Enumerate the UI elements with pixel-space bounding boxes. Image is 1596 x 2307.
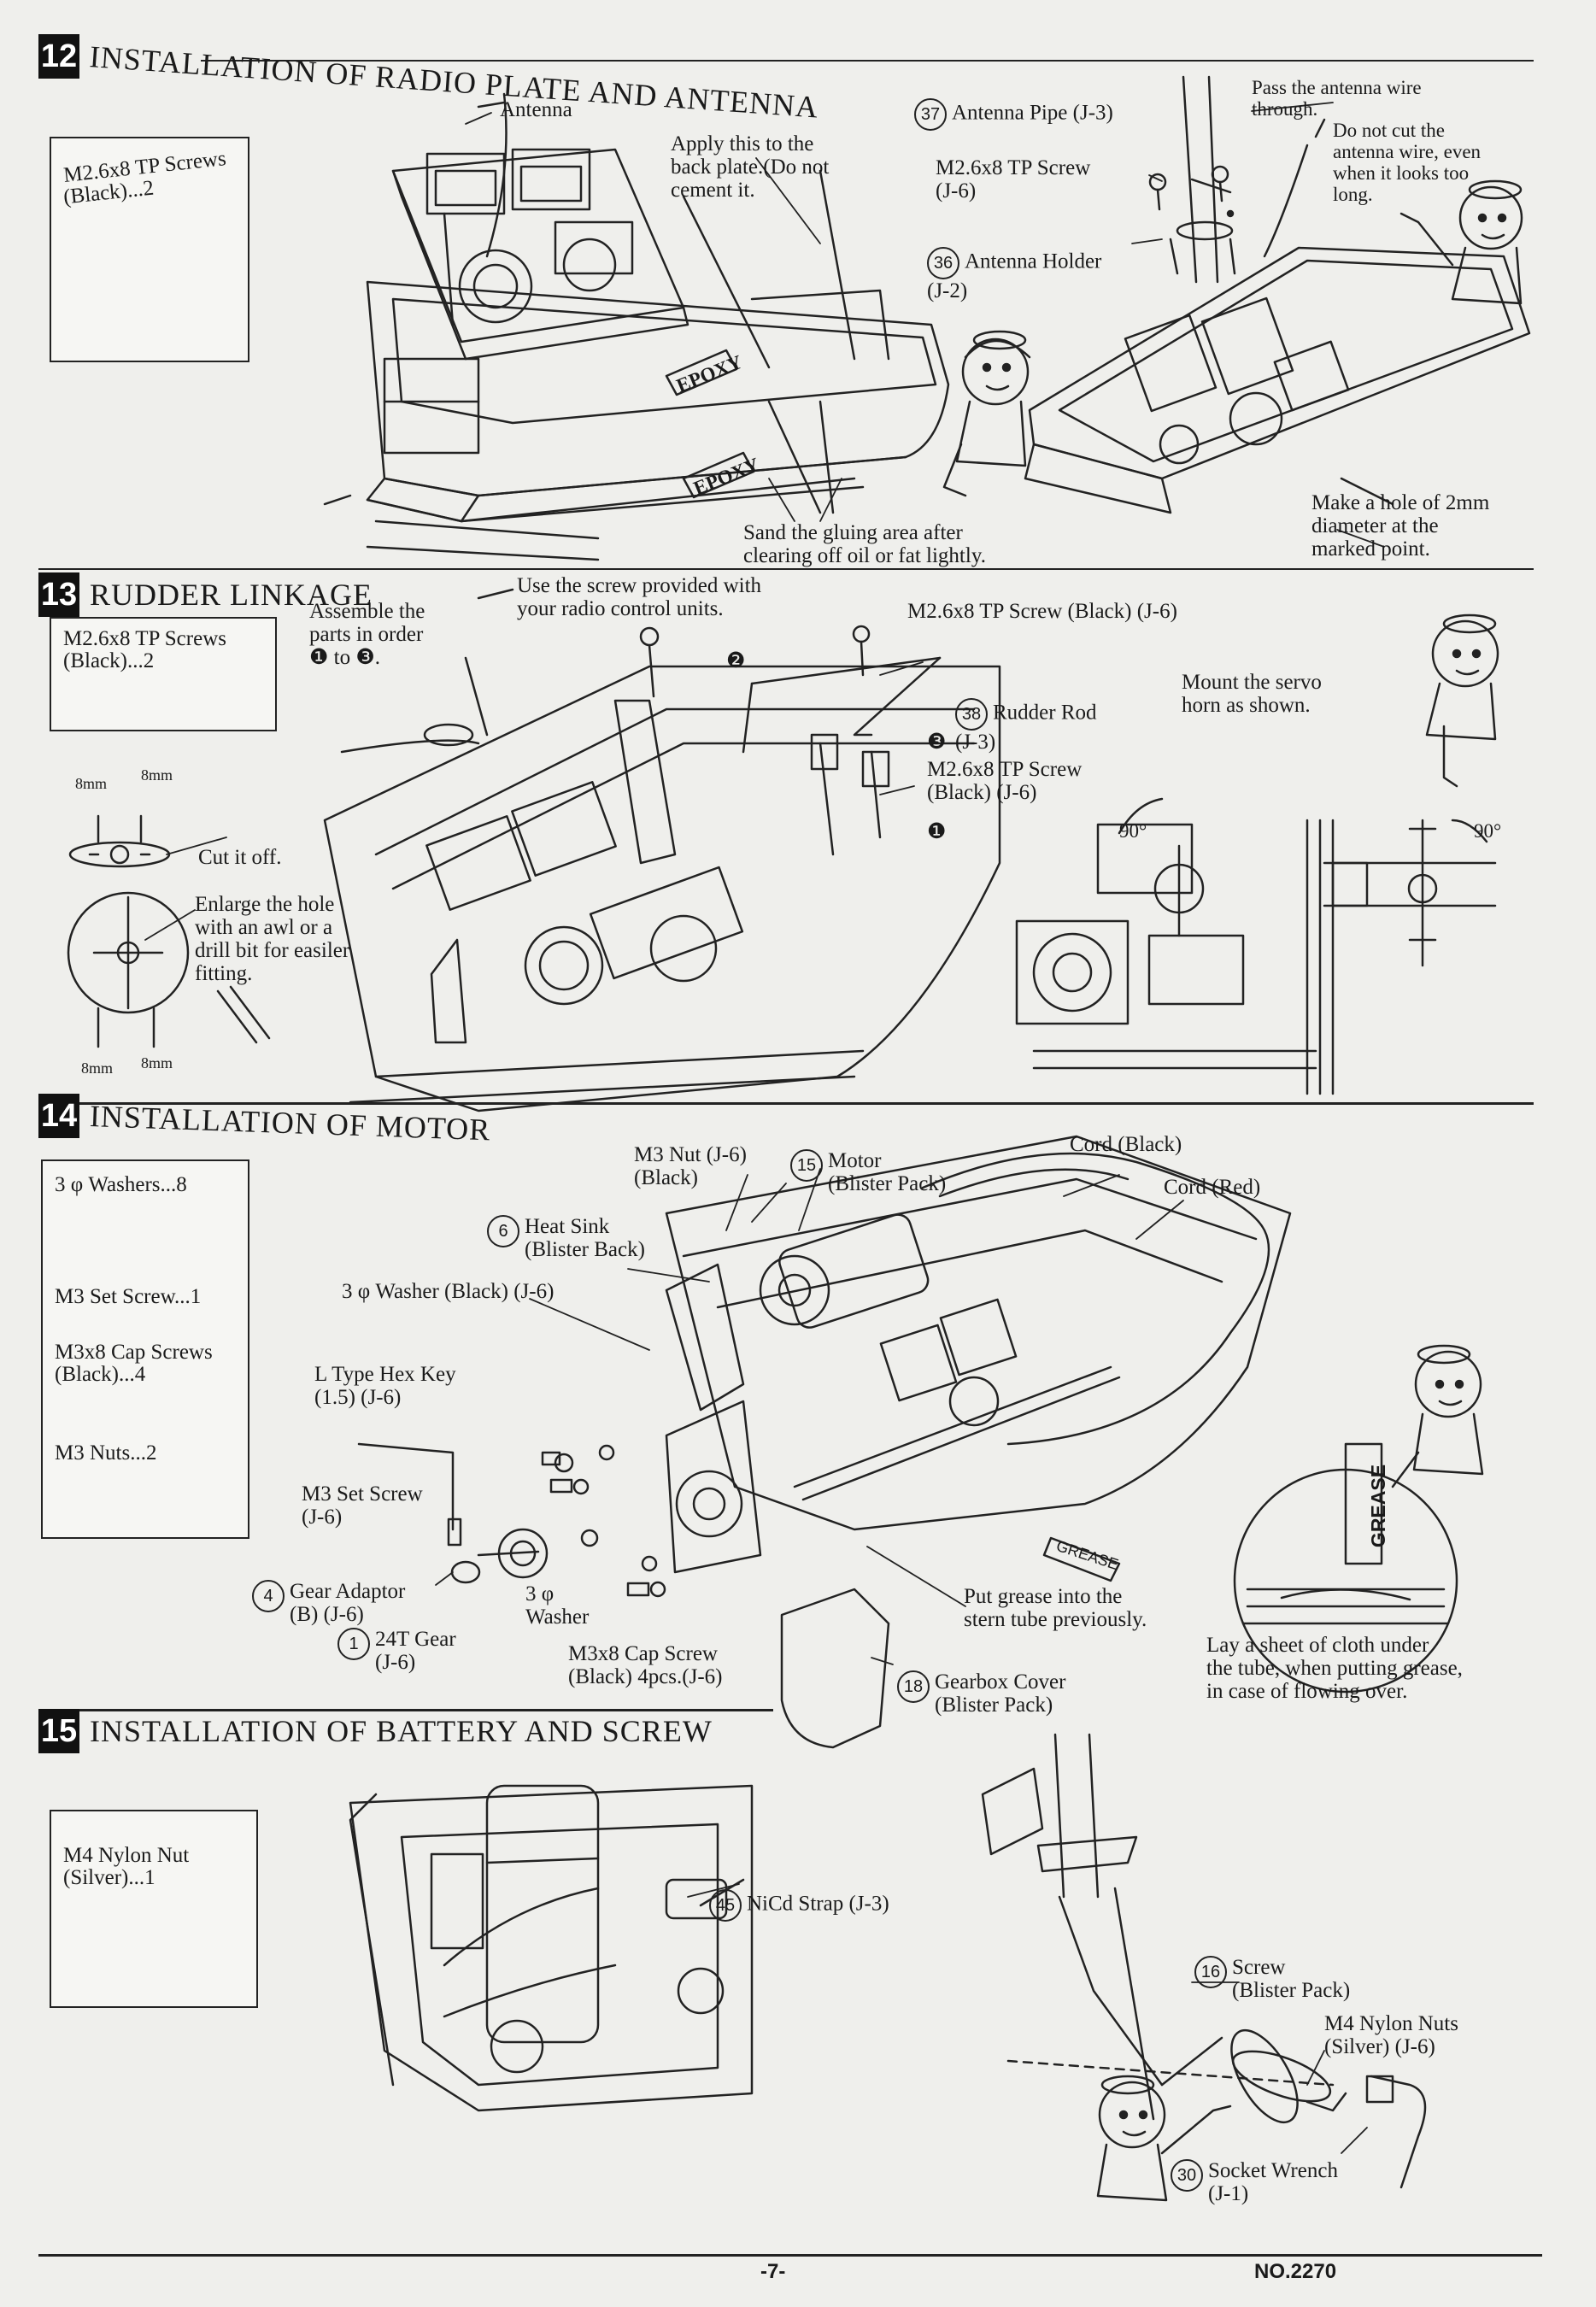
step14-header: 14 INSTALLATION OF MOTOR [38,1094,491,1147]
step13-number: 13 [38,572,79,617]
step12-header-rule [201,60,1534,62]
label-90-deg-right: 90° [1474,820,1502,842]
step13-mascot-illustration [1425,613,1499,788]
label-make-hole: Make a hole of 2mm diameter at the marke… [1311,491,1490,561]
step12-boat-right-illustration [1024,75,1531,514]
step14-parts-line5: M3 Nuts...2 [55,1441,157,1465]
label-do-not-cut: Do not cut the antenna wire, even when i… [1333,120,1482,205]
step14-parts-line4: (Black)...4 [55,1363,146,1386]
label-set-screw: M3 Set Screw (J-6) [302,1482,423,1529]
label-tp-screw-12: M2.6x8 TP Screw (J-6) [936,156,1091,203]
label-lay-cloth: Lay a sheet of cloth under the tube, whe… [1206,1634,1463,1703]
step14-number: 14 [38,1094,79,1138]
step13-parts-box: M2.6x8 TP Screws (Black)...2 [50,617,277,731]
step12-parts-box: M2.6x8 TP Screws (Black)...2 [50,137,249,362]
label-8mm-top-right: 8mm [141,766,173,784]
step14-grease-inset-illustration [1233,1442,1458,1694]
label-enlarge-hole: Enlarge the hole with an awl or a drill … [195,893,350,985]
label-m4-nylon-nuts: M4 Nylon Nuts (Silver) (J-6) [1324,2012,1458,2058]
label-8mm-top-left: 8mm [75,775,108,792]
step15-parts-line2: (Silver)...1 [63,1866,155,1889]
label-put-grease: Put grease into the stern tube previousl… [964,1585,1147,1631]
step14-boat-illustration [357,1135,1292,1749]
step15-number: 15 [38,1709,79,1753]
label-tp-screw-13: M2.6x8 TP Screw (Black) (J-6) [927,758,1083,804]
label-washer: 3 φ Washer [525,1582,590,1629]
step13-horn-cut-drawing [67,814,271,1048]
label-grease-tube-inset: GREASE [1367,1464,1390,1548]
step15-battery-illustration [349,1784,754,2112]
label-mount-servo-horn: Mount the servo horn as shown. [1182,671,1322,717]
label-8mm-bottom-left: 8mm [81,1060,114,1077]
step14-parts-line2: M3 Set Screw...1 [55,1285,202,1308]
step15-parts-box: M4 Nylon Nut (Silver)...1 [50,1810,258,2008]
document-number: NO.2270 [1254,2260,1337,2283]
step13-title: RUDDER LINKAGE [90,578,373,612]
step14-parts-line3: M3x8 Cap Screws [55,1341,213,1364]
section-divider-12 [38,568,1534,570]
label-8mm-bottom-right: 8mm [141,1054,173,1071]
section-divider-14 [38,1709,773,1711]
step14-mascot-illustration [1391,1344,1484,1488]
step13-parts-line2: (Black)...2 [63,649,155,672]
label-cap-screw: M3x8 Cap Screw (Black) 4pcs.(J-6) [568,1642,723,1688]
mark-step-1: ❶ [927,820,947,843]
footer-rule [38,2254,1542,2257]
mark-step-3: ❸ [927,731,947,754]
step15-mascot-illustration [1096,2075,1232,2202]
section-divider-13 [38,1102,1534,1105]
step12-mascot-illustration [942,330,1031,497]
step13-servo-detail-illustration [1015,797,1497,1095]
step12-mascot2-illustration [1399,179,1523,305]
label-sand-gluing-area: Sand the gluing area after clearing off … [743,521,986,567]
step15-title: INSTALLATION OF BATTERY AND SCREW [90,1714,713,1748]
page-number: -7- [760,2260,786,2283]
step14-parts-box: 3 φ Washers...8 M3 Set Screw...1 M3x8 Ca… [41,1159,249,1539]
step13-boat-illustration [323,588,1001,1112]
label-cord-black: Cord (Black) [1070,1133,1182,1156]
step12-number: 12 [38,34,79,79]
step15-parts-line1: M4 Nylon Nut [63,1844,190,1867]
label-cord-red: Cord (Red) [1164,1176,1261,1199]
label-apply-back-plate: Apply this to the back plate.(Do not cem… [671,132,830,202]
label-cut-it-off: Cut it off. [198,846,282,869]
label-m3-nut: M3 Nut (J-6) (Black) [634,1143,747,1189]
step15-header: 15 INSTALLATION OF BATTERY AND SCREW [38,1709,713,1753]
step13-header: 13 RUDDER LINKAGE [38,572,373,617]
step14-parts-line1: 3 φ Washers...8 [55,1173,187,1196]
label-90-deg-left: 90° [1119,820,1147,842]
label-antenna: Antenna [500,98,572,121]
mark-step-2: ❷ [726,649,746,672]
label-assemble-order: Assemble the parts in order ❶ to ❸. [309,600,425,669]
label-washer-black: 3 φ Washer (Black) (J-6) [342,1280,554,1303]
step13-parts-line1: M2.6x8 TP Screws [63,627,226,650]
label-tp-screw-black: M2.6x8 TP Screw (Black) (J-6) [907,600,1177,623]
step15-rudder-screw-illustration [981,1733,1427,2189]
label-hex-key: L Type Hex Key (1.5) (J-6) [314,1363,456,1409]
label-pass-antenna-wire: Pass the antenna wire through. [1252,77,1422,120]
label-use-screw: Use the screw provided with your radio c… [517,574,762,620]
step12-header: 12 INSTALLATION OF RADIO PLATE AND ANTEN… [38,34,820,125]
step12-boat-left-illustration [323,92,950,561]
leader-lines [144,102,1385,2154]
